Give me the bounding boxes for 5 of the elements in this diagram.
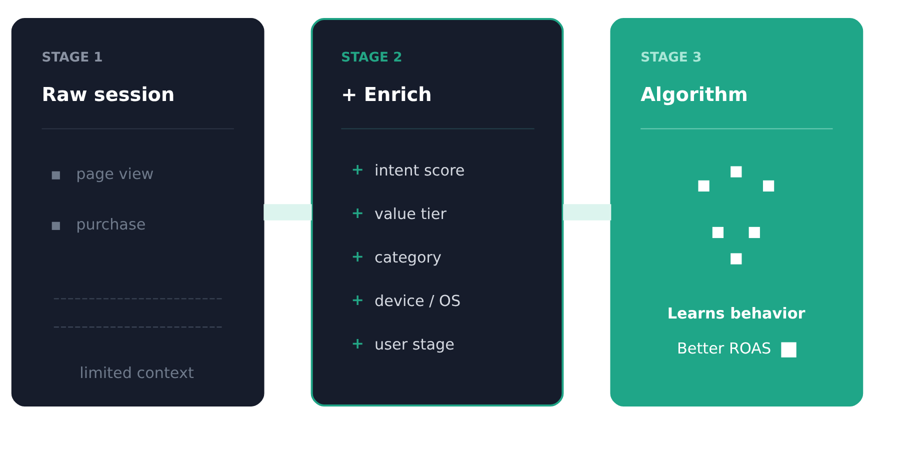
node-box: STAGE 2 + Enrich + intent score + value tier + category + device / OS + user stage (310, 18, 564, 406)
connector (264, 204, 312, 220)
node-box: STAGE 3 Algorithm Learns behavior Better ROAS (610, 18, 864, 406)
node-box: STAGE 1 Raw session page view purchase limited context (11, 18, 264, 406)
connector (563, 204, 612, 220)
